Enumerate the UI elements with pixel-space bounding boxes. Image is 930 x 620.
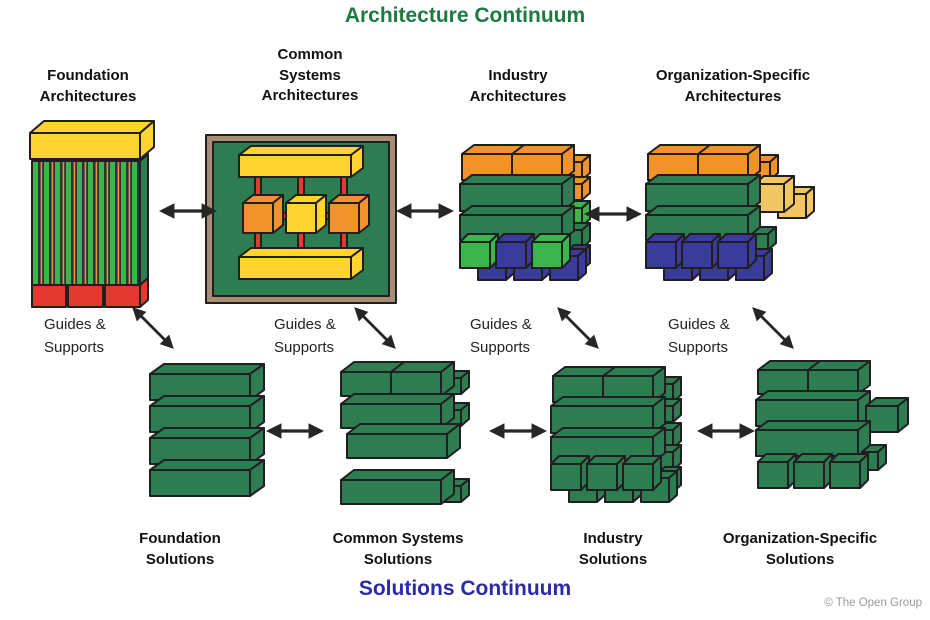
arrow-industry-organization-architectures bbox=[584, 206, 642, 222]
common-systems-solutions-graphic bbox=[340, 361, 470, 505]
arrow-common-industry-architectures bbox=[396, 203, 454, 219]
common-systems-architectures-graphic bbox=[205, 134, 397, 304]
arrow-foundation-common-solutions bbox=[266, 423, 324, 439]
guides-supports-label-organization: Guides & Supports bbox=[668, 316, 730, 356]
architecture-continuum-title: Architecture Continuum bbox=[344, 4, 586, 27]
guides-supports-label-common: Guides & Supports bbox=[274, 316, 336, 356]
industry-architectures-label: Industry Architectures bbox=[469, 67, 567, 105]
arrow-guides-organization bbox=[752, 307, 794, 349]
guides-supports-label-foundation: Guides & Supports bbox=[44, 316, 106, 356]
foundation-architectures-graphic bbox=[29, 120, 155, 308]
industry-solutions-label: Industry Solutions bbox=[578, 530, 648, 568]
guides-supports-label-industry: Guides & Supports bbox=[470, 316, 532, 356]
arrow-guides-foundation bbox=[132, 307, 174, 349]
arrow-guides-common bbox=[354, 307, 396, 349]
industry-architectures-graphic bbox=[459, 144, 591, 281]
organization-specific-solutions-graphic bbox=[755, 360, 909, 489]
common-systems-solutions-label: Common Systems Solutions bbox=[332, 530, 464, 568]
solutions-continuum-title: Solutions Continuum bbox=[358, 577, 572, 600]
organization-specific-architectures-label: Organization-Specific Architectures bbox=[655, 67, 811, 105]
arrow-industry-organization-solutions bbox=[697, 423, 755, 439]
organization-specific-solutions-label: Organization-Specific Solutions bbox=[722, 530, 878, 568]
foundation-solutions-graphic bbox=[149, 363, 265, 497]
foundation-solutions-label: Foundation Solutions bbox=[139, 530, 221, 568]
arrow-guides-industry bbox=[557, 307, 599, 349]
copyright-note: © The Open Group bbox=[824, 597, 922, 609]
arrow-foundation-common-architectures bbox=[159, 203, 217, 219]
organization-specific-architectures-graphic bbox=[645, 144, 815, 281]
arrow-common-industry-solutions bbox=[489, 423, 547, 439]
common-systems-architectures-label: Common Systems Architectures bbox=[261, 46, 359, 105]
foundation-architectures-label: Foundation Architectures bbox=[39, 67, 137, 105]
industry-solutions-graphic bbox=[550, 366, 682, 503]
